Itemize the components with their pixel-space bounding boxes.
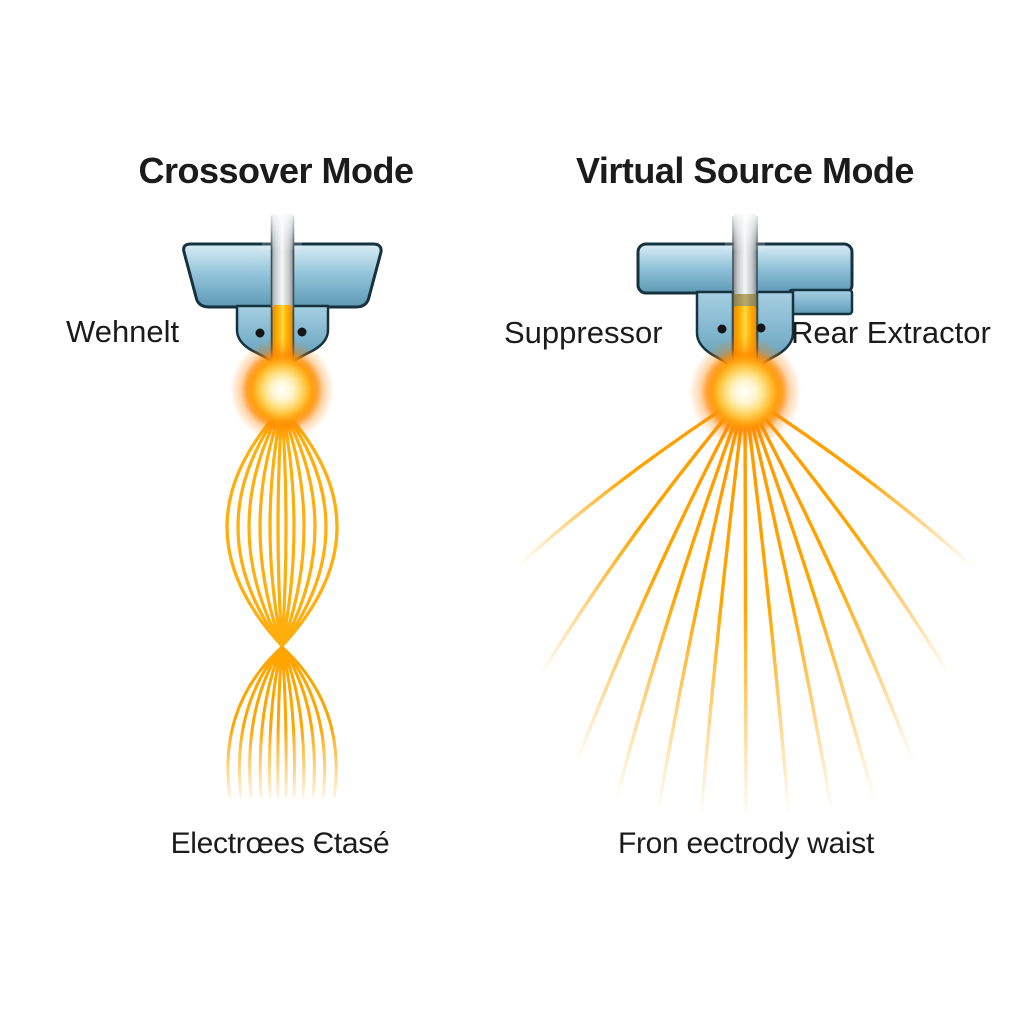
aperture-dot (297, 327, 307, 337)
rear-extractor-step (787, 288, 854, 316)
right-panel-caption: Fron eectrody waist (617, 827, 875, 860)
emission-glow (230, 338, 334, 442)
wehnelt-electrode-illustration (182, 208, 383, 799)
aperture-dot (756, 323, 766, 333)
right-panel-title: Virtual Source Mode (576, 150, 914, 191)
suppressor-electrode-illustration (516, 208, 974, 819)
rear-extractor-label: Rear Extractor (791, 315, 991, 350)
suppressor-label: Suppressor (504, 315, 663, 350)
virtual-source-beam-rays (516, 392, 974, 819)
aperture-dot (717, 324, 727, 334)
left-panel-caption: Electrœes Єtasé (170, 827, 390, 860)
crossover-beam-fan (226, 645, 338, 799)
emission-glow (689, 336, 801, 448)
aperture-dot (255, 328, 265, 338)
left-panel-title: Crossover Mode (138, 150, 414, 191)
filament-collar (733, 294, 757, 308)
wehnelt-label: Wehnelt (66, 314, 180, 349)
crossover-beam-lens (225, 406, 339, 648)
rod-top-fade (262, 208, 302, 252)
rod-top-fade (725, 208, 765, 252)
